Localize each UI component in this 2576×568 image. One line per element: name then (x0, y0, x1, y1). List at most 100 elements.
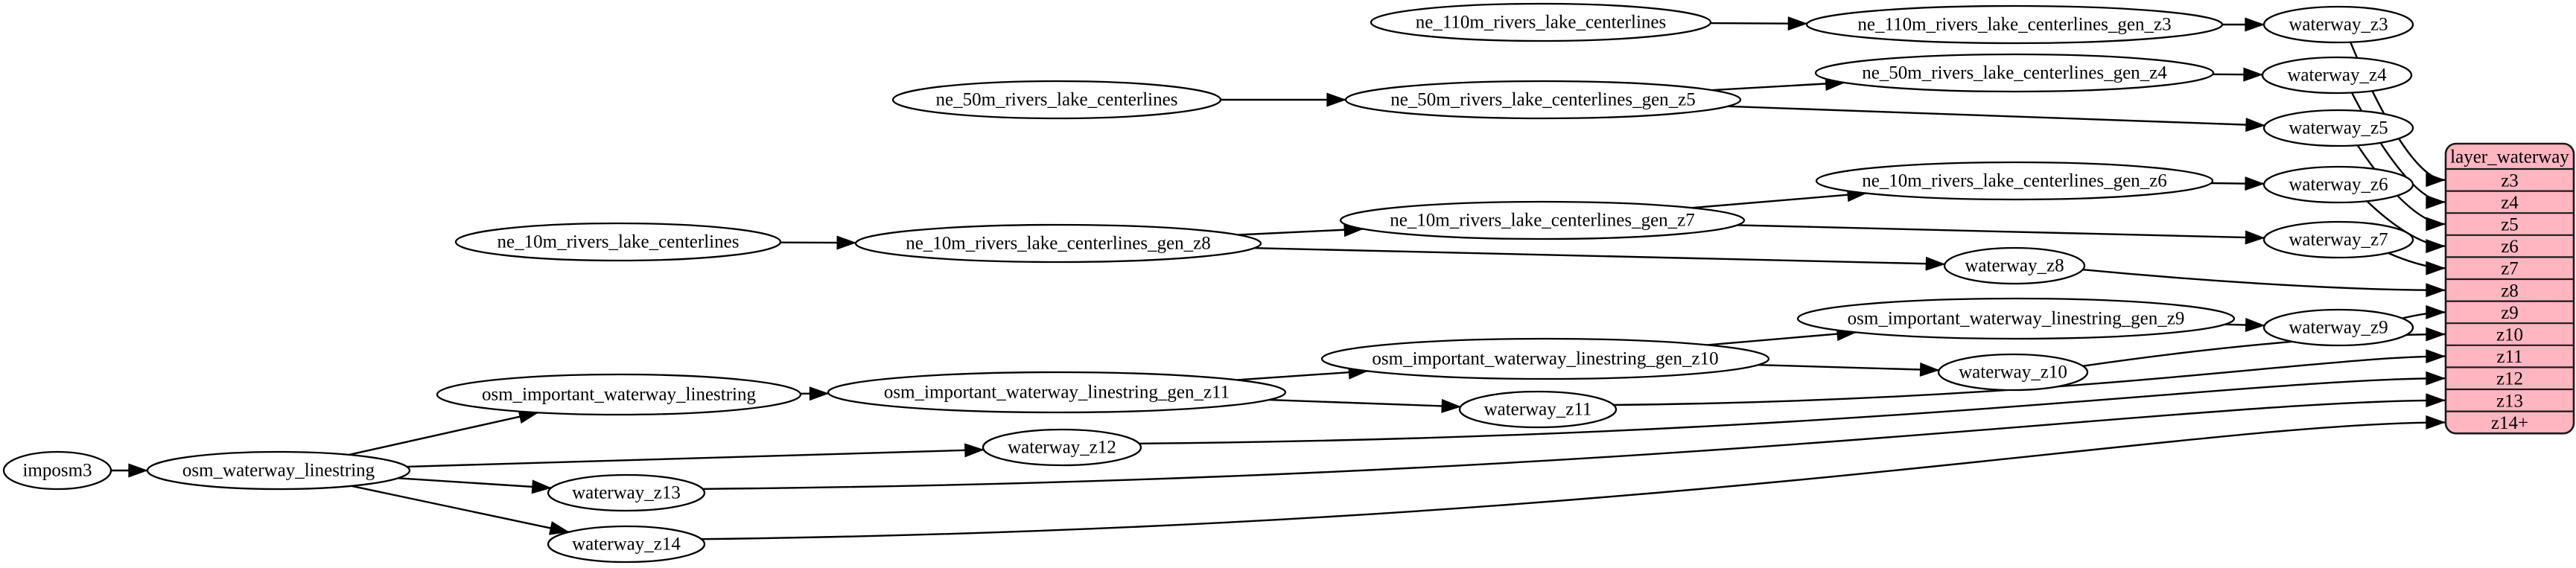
node-waterway_z7: waterway_z7 (2262, 220, 2414, 259)
edge-waterway_z12-to-layer_waterway-z12 (1139, 371, 2446, 444)
node-shape (1814, 53, 2215, 93)
node-ne_10m_rivers_lake_centerlines_gen_z7: ne_10m_rivers_lake_centerlines_gen_z7 (1339, 200, 1746, 240)
node-label: waterway_z14 (572, 535, 681, 555)
node-shape (1339, 200, 1746, 240)
node-osm_important_waterway_linestring: osm_important_waterway_linestring (436, 373, 802, 416)
edge-ne_10m_rivers_lake_centerlines_gen_z6-to-waterway_z6 (2210, 176, 2265, 191)
node-ne_110m_rivers_lake_centerlines_gen_z3: ne_110m_rivers_lake_centerlines_gen_z3 (1805, 4, 2224, 45)
node-label: waterway_z13 (572, 483, 681, 503)
node-shape (547, 473, 706, 512)
node-waterway_z14: waterway_z14 (547, 525, 706, 564)
record-row-z4: z4 (2501, 193, 2519, 213)
node-label: ne_50m_rivers_lake_centerlines_gen_z5 (1390, 90, 1696, 110)
edge-ne_10m_rivers_lake_centerlines_gen_z7-to-ne_10m_rivers_lake_centerlines_gen_z6 (1691, 188, 1868, 209)
node-label: ne_10m_rivers_lake_centerlines_gen_z8 (906, 234, 1211, 254)
record-layer_waterway: layer_waterwayz3z4z5z6z7z8z9z10z11z12z13… (2444, 142, 2575, 435)
node-label: waterway_z11 (1484, 400, 1592, 420)
node-waterway_z6: waterway_z6 (2262, 165, 2414, 204)
edge-waterway_z14-to-layer_waterway-z14+ (701, 415, 2446, 540)
node-label: osm_important_waterway_linestring (482, 385, 756, 405)
node-shape (2262, 109, 2414, 147)
node-label: ne_10m_rivers_lake_centerlines_gen_z7 (1390, 211, 1695, 231)
node-shape (1344, 80, 1742, 120)
edge-ne_50m_rivers_lake_centerlines_gen_z5-to-ne_50m_rivers_lake_centerlines_gen_z4 (1711, 76, 1845, 92)
record-row-z10: z10 (2496, 325, 2523, 345)
edge-osm_important_waterway_linestring_gen_z11-to-osm_important_waterway_linestring_gen_z10 (1237, 365, 1369, 381)
node-waterway_z11: waterway_z11 (1458, 390, 1618, 429)
node-label: ne_50m_rivers_lake_centerlines (936, 90, 1178, 110)
edge-waterway_z9-to-layer_waterway-z9 (2402, 304, 2446, 319)
node-label: waterway_z5 (2289, 118, 2388, 138)
record-header: layer_waterway (2450, 147, 2569, 167)
edge-osm_important_waterway_linestring_gen_z10-to-waterway_z10 (1758, 362, 1940, 377)
node-label: osm_important_waterway_linestring_gen_z1… (884, 383, 1230, 403)
node-label: osm_waterway_linestring (182, 461, 375, 481)
node-shape (454, 222, 782, 262)
node-ne_10m_rivers_lake_centerlines: ne_10m_rivers_lake_centerlines (454, 222, 782, 262)
node-waterway_z12: waterway_z12 (982, 428, 1142, 467)
node-waterway_z10: waterway_z10 (1937, 353, 2089, 392)
node-shape (1815, 161, 2214, 201)
node-shape (982, 428, 1142, 467)
node-label: ne_50m_rivers_lake_centerlines_gen_z4 (1862, 63, 2167, 83)
node-ne_10m_rivers_lake_centerlines_gen_z6: ne_10m_rivers_lake_centerlines_gen_z6 (1815, 161, 2214, 201)
edge-osm_important_waterway_linestring_gen_z10-to-osm_important_waterway_linestring_gen_z9 (1707, 327, 1857, 346)
edge-waterway_z11-to-layer_waterway-z11 (1613, 349, 2446, 406)
node-shape (146, 450, 411, 491)
node-shape (1796, 297, 2236, 340)
node-osm_important_waterway_linestring_gen_z9: osm_important_waterway_linestring_gen_z9 (1796, 297, 2236, 340)
edge-ne_110m_rivers_lake_centerlines-to-ne_110m_rivers_lake_centerlines_gen_z3 (1710, 16, 1808, 31)
edge-osm_waterway_linestring-to-waterway_z13 (398, 477, 552, 494)
node-label: waterway_z12 (1008, 438, 1116, 458)
edge-ne_50m_rivers_lake_centerlines_gen_z4-to-waterway_z4 (2213, 67, 2263, 82)
node-shape (436, 373, 802, 416)
node-label: waterway_z9 (2289, 318, 2388, 338)
edge-waterway_z8-to-layer_waterway-z8 (2082, 269, 2446, 298)
node-waterway_z3: waterway_z3 (2262, 5, 2414, 44)
record-row-z11: z11 (2496, 347, 2522, 367)
node-label: waterway_z3 (2289, 15, 2388, 35)
node-waterway_z4: waterway_z4 (2261, 56, 2413, 95)
record-row-z13: z13 (2496, 391, 2523, 411)
edge-ne_10m_rivers_lake_centerlines_gen_z7-to-waterway_z7 (1737, 224, 2265, 245)
node-label: osm_important_waterway_linestring_gen_z1… (1372, 349, 1718, 369)
edge-osm_important_waterway_linestring_gen_z11-to-waterway_z11 (1268, 398, 1462, 413)
node-shape (1320, 337, 1770, 380)
edge-ne_10m_rivers_lake_centerlines_gen_z8-to-waterway_z8 (1254, 247, 1946, 271)
node-shape (2261, 56, 2413, 95)
record-row-z9: z9 (2501, 303, 2519, 323)
node-shape (2, 450, 112, 491)
record-row-z6: z6 (2501, 237, 2519, 257)
node-shape (1805, 4, 2224, 45)
node-shape (1937, 353, 2089, 392)
node-waterway_z5: waterway_z5 (2262, 109, 2414, 147)
node-osm_important_waterway_linestring_gen_z11: osm_important_waterway_linestring_gen_z1… (827, 371, 1287, 414)
edge-osm_waterway_linestring-to-waterway_z12 (407, 443, 985, 468)
edge-waterway_z13-to-layer_waterway-z13 (702, 393, 2446, 490)
node-shape (547, 525, 706, 564)
node-ne_50m_rivers_lake_centerlines_gen_z4: ne_50m_rivers_lake_centerlines_gen_z4 (1814, 53, 2215, 93)
edge-waterway_z7-to-layer_waterway-z7 (2388, 252, 2446, 275)
node-osm_waterway_linestring: osm_waterway_linestring (146, 450, 411, 491)
node-shape (891, 80, 1222, 120)
node-waterway_z8: waterway_z8 (1943, 246, 2086, 285)
node-label: ne_110m_rivers_lake_centerlines_gen_z3 (1857, 15, 2171, 35)
node-label: waterway_z6 (2289, 175, 2388, 195)
record-row-z14+: z14+ (2491, 413, 2528, 433)
node-ne_50m_rivers_lake_centerlines_gen_z5: ne_50m_rivers_lake_centerlines_gen_z5 (1344, 80, 1742, 120)
edge-ne_50m_rivers_lake_centerlines_gen_z5-to-waterway_z5 (1727, 105, 2266, 133)
record-row-z7: z7 (2501, 259, 2519, 279)
node-label: ne_10m_rivers_lake_centerlines_gen_z6 (1862, 171, 2167, 191)
node-shape (2262, 165, 2414, 204)
edge-osm_waterway_linestring-to-waterway_z14 (351, 485, 570, 535)
edge-waterway_z5-to-layer_waterway-z5 (2356, 144, 2446, 232)
node-label: imposm3 (22, 461, 92, 481)
edges (111, 16, 2446, 540)
node-waterway_z13: waterway_z13 (547, 473, 706, 512)
node-label: ne_10m_rivers_lake_centerlines (497, 232, 740, 252)
node-imposm3: imposm3 (2, 450, 112, 491)
node-shape (1370, 2, 1712, 42)
node-shape (2262, 308, 2414, 347)
